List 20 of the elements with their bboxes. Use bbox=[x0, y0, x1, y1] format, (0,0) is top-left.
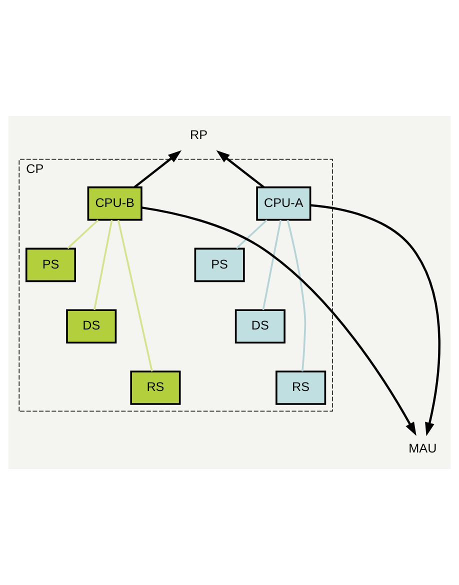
node-box: DS bbox=[66, 309, 117, 344]
arrow bbox=[216, 150, 264, 188]
node-box: RS bbox=[130, 370, 181, 405]
node-text: RP bbox=[190, 128, 208, 142]
node-box: CPU-A bbox=[256, 186, 312, 221]
node-box: CPU-B bbox=[87, 186, 142, 221]
connector bbox=[262, 220, 282, 310]
node-box: DS bbox=[234, 309, 286, 344]
connector bbox=[286, 220, 306, 372]
node-box: RS bbox=[276, 370, 326, 405]
connector bbox=[93, 220, 113, 310]
connector bbox=[236, 219, 268, 249]
arrow bbox=[310, 204, 440, 436]
node-text: MAU bbox=[408, 441, 437, 456]
arrow bbox=[134, 150, 182, 188]
connector bbox=[117, 220, 153, 372]
connector bbox=[67, 219, 99, 249]
arrow bbox=[141, 206, 416, 436]
node-box: PS bbox=[194, 248, 245, 282]
node-box: PS bbox=[25, 248, 76, 282]
